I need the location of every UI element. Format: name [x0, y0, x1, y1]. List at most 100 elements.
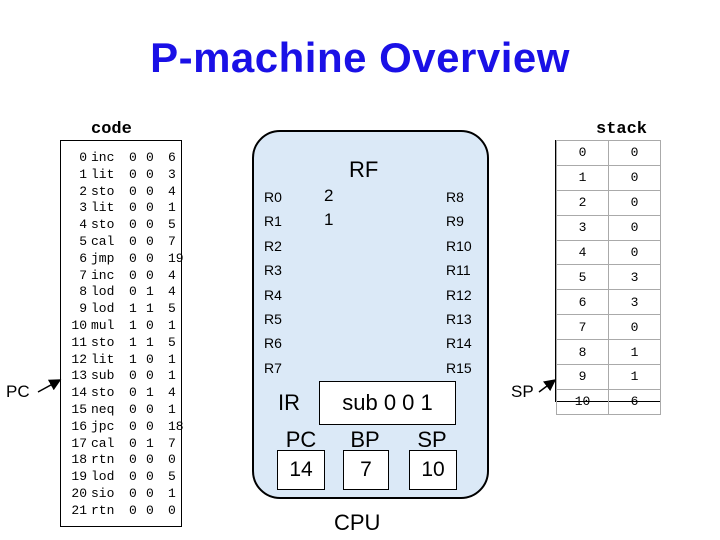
m-field: 0 [146, 150, 154, 165]
operand: 7 [168, 435, 176, 451]
l-field: 0 [129, 250, 137, 266]
register-r0-value: 2 [324, 186, 334, 205]
stack-index: 0 [556, 140, 609, 166]
m-field: 0 [146, 401, 154, 417]
m-field: 0 [146, 368, 154, 384]
l-field: 1 [129, 351, 137, 367]
m-field: 0 [146, 485, 154, 501]
line-number: 1 [79, 166, 87, 182]
m-field: 0 [146, 166, 154, 182]
operand: 1 [168, 485, 176, 501]
m-field: 1 [146, 385, 154, 401]
line-number: 5 [79, 233, 87, 249]
l-field: 0 [129, 150, 137, 165]
stack-label: stack [596, 120, 648, 139]
line-number: 12 [71, 351, 87, 367]
opcode: mul [91, 317, 115, 333]
operand: 19 [168, 250, 184, 266]
operand: 7 [168, 233, 176, 249]
m-field: 0 [146, 418, 154, 434]
m-field: 0 [146, 233, 154, 249]
opcode: inc [91, 150, 115, 165]
operand: 18 [168, 418, 184, 434]
operand: 1 [168, 351, 176, 367]
opcode: lit [91, 200, 115, 216]
cpu-label: CPU [334, 510, 381, 535]
opcode: sto [91, 183, 115, 199]
line-number: 15 [71, 401, 87, 417]
register-r12-label: R12 [446, 286, 472, 303]
sp-register-label: SP [417, 427, 447, 452]
l-field: 0 [129, 485, 137, 501]
operand: 1 [168, 200, 176, 216]
line-number: 18 [71, 452, 87, 468]
line-number: 4 [79, 217, 87, 233]
m-field: 0 [146, 217, 154, 233]
opcode: sub [91, 368, 115, 384]
stack-index: 1 [556, 164, 609, 191]
opcode: lod [91, 469, 115, 485]
register-r2-label: R2 [264, 237, 282, 254]
m-field: 1 [146, 334, 154, 350]
opcode: sto [91, 334, 115, 350]
ir-label: IR [278, 390, 300, 415]
operand: 1 [168, 368, 176, 384]
register-r9-label: R9 [446, 213, 464, 230]
l-field: 1 [129, 317, 137, 333]
stack-value: 0 [608, 314, 661, 341]
register-file-label: RF [349, 157, 379, 182]
l-field: 0 [129, 469, 137, 485]
operand: 1 [168, 317, 176, 333]
register-r8-label: R8 [446, 189, 464, 205]
m-field: 0 [146, 351, 154, 367]
opcode: lod [91, 301, 115, 317]
code-panel [60, 140, 182, 527]
stack-index: 3 [556, 214, 609, 241]
line-number: 13 [71, 368, 87, 384]
pc-arrow [37, 379, 62, 393]
l-field: 0 [129, 385, 137, 401]
stack-value: 0 [608, 214, 661, 241]
opcode: neq [91, 401, 115, 417]
bp-register-value: 7 [343, 450, 389, 490]
m-field: 0 [146, 183, 154, 199]
stack-value: 3 [608, 289, 661, 316]
bp-register-label: BP [350, 427, 380, 452]
stack-index: 5 [556, 264, 609, 291]
l-field: 0 [129, 368, 137, 384]
register-r7-label: R7 [264, 359, 282, 376]
stack-index: 7 [556, 314, 609, 341]
line-number: 20 [71, 485, 87, 501]
code-label: code [91, 120, 132, 139]
operand: 0 [168, 452, 176, 468]
register-r11-label: R11 [446, 262, 471, 279]
l-field: 0 [129, 435, 137, 451]
m-field: 1 [146, 301, 154, 317]
l-field: 0 [129, 284, 137, 300]
opcode: jmp [91, 250, 115, 266]
m-field: 0 [146, 200, 154, 216]
register-r5-label: R5 [264, 311, 282, 327]
stack-value: 1 [608, 339, 661, 366]
ir-value: sub 0 0 1 [319, 381, 456, 425]
opcode: jpc [91, 418, 115, 434]
line-number: 8 [79, 284, 87, 300]
stack-value: 0 [608, 140, 661, 166]
line-number: 19 [71, 469, 87, 485]
line-number: 2 [79, 183, 87, 199]
stack-index: 6 [556, 289, 609, 316]
